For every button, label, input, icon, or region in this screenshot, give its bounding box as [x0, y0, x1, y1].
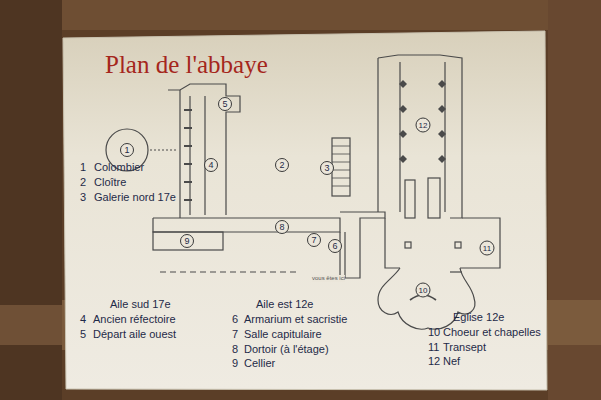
note: vous êtes ici — [312, 275, 345, 282]
section-heading: Aile sud 17e — [110, 298, 171, 311]
callout-number: 11 — [480, 241, 495, 256]
legend-text: Salle capitulaire — [244, 328, 322, 341]
callout-number: 2 — [275, 158, 289, 172]
legend-number: 7 — [232, 328, 238, 341]
legend-number: 4 — [80, 313, 86, 326]
legend-number: 8 — [232, 343, 238, 356]
legend-text: Galerie nord 17e — [94, 191, 176, 204]
callout-number: 5 — [218, 97, 232, 111]
title: Plan de l'abbaye — [105, 50, 268, 80]
callout-number: 6 — [328, 239, 342, 253]
callout-number: 4 — [204, 158, 218, 172]
legend-number: 11 — [428, 341, 439, 354]
legend-number: 1 — [80, 161, 86, 174]
legend-text: Colombier — [94, 161, 144, 174]
legend-text: Ancien réfectoire — [93, 313, 176, 326]
legend-text: Dortoir (à l'étage) — [244, 343, 329, 356]
callout-number: 8 — [275, 220, 289, 234]
legend-number: 12 — [428, 355, 440, 368]
legend-text: Choeur et chapelles — [443, 326, 541, 339]
legend-text: Armarium et sacristie — [244, 313, 347, 326]
legend-number: 6 — [232, 313, 238, 326]
legend-text: Cloître — [94, 176, 126, 189]
legend-text: Cellier — [244, 357, 275, 370]
legend-number: 10 — [428, 326, 440, 339]
legend-number: 9 — [232, 357, 238, 370]
section-heading: Eglise 12e — [453, 311, 504, 324]
section-heading: Aile est 12e — [256, 298, 313, 311]
legend-number: 5 — [80, 328, 86, 341]
legend-number: 3 — [80, 191, 86, 204]
callout-number: 12 — [416, 118, 431, 133]
callout-number: 1 — [120, 143, 134, 157]
legend-text: Transept — [443, 341, 486, 354]
callout-number: 3 — [320, 161, 334, 175]
legend-number: 2 — [80, 176, 86, 189]
legend-text: Départ aile ouest — [93, 328, 176, 341]
callout-number: 10 — [416, 283, 431, 298]
callout-number: 7 — [307, 233, 321, 247]
callout-number: 9 — [180, 234, 194, 248]
legend-text: Nef — [443, 355, 460, 368]
